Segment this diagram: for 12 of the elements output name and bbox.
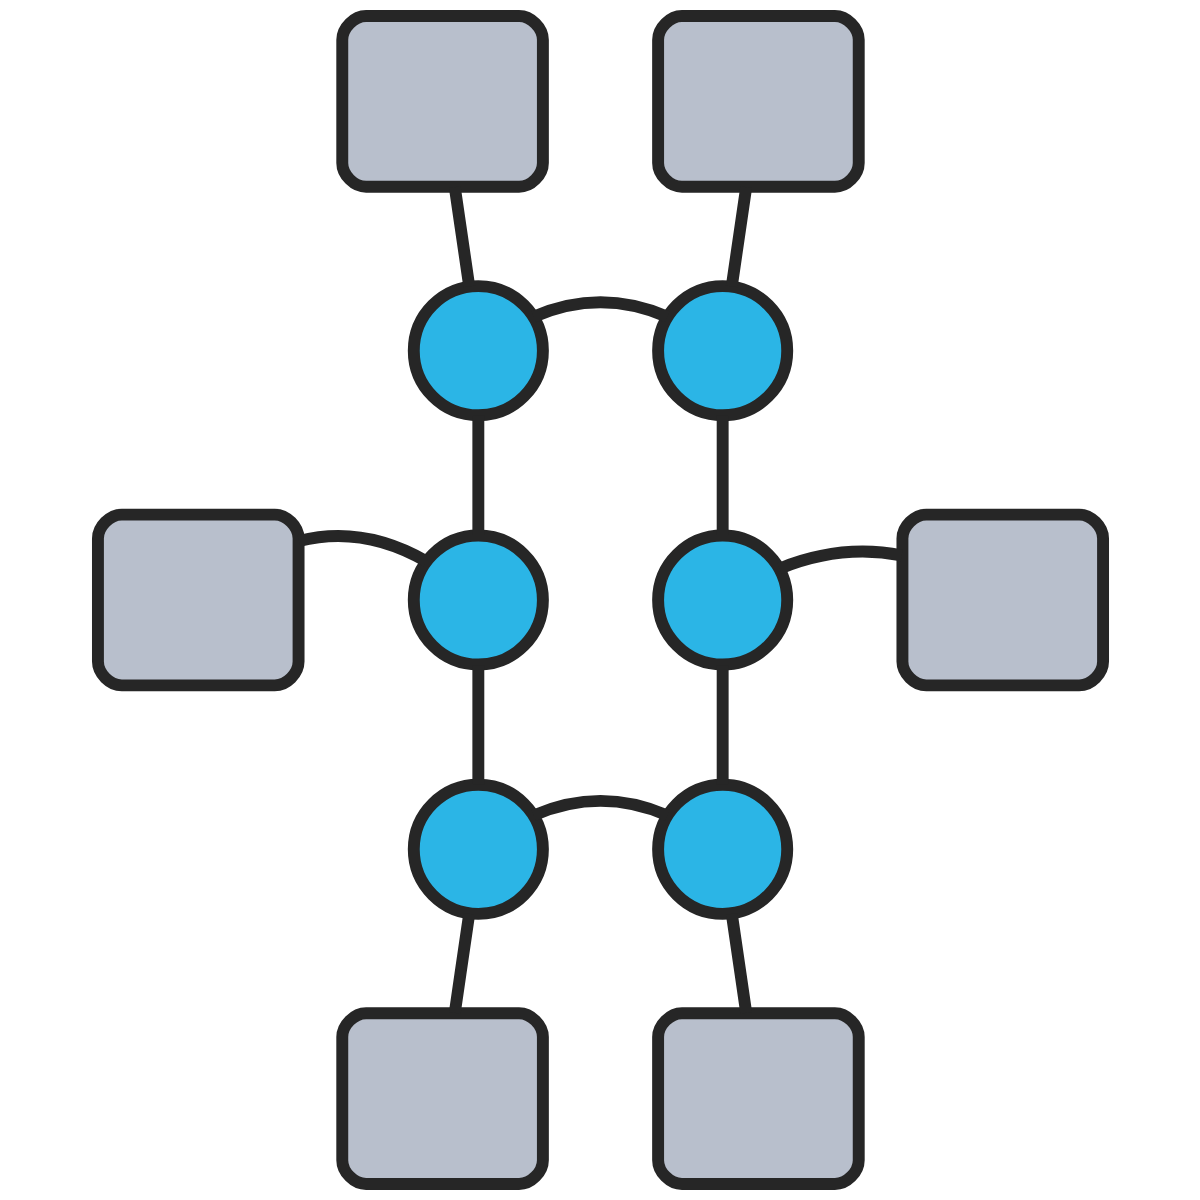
- node-circle: [407, 529, 549, 671]
- node-box: [651, 1007, 865, 1190]
- node-box: [91, 508, 305, 692]
- node-circle: [651, 529, 793, 671]
- node-circle: [651, 280, 793, 422]
- node-circle: [651, 778, 793, 920]
- node-box: [895, 508, 1109, 692]
- node-box: [335, 10, 549, 193]
- node-circle: [407, 778, 549, 920]
- node-circle: [407, 280, 549, 422]
- node-box: [651, 10, 865, 193]
- node-box: [335, 1007, 549, 1190]
